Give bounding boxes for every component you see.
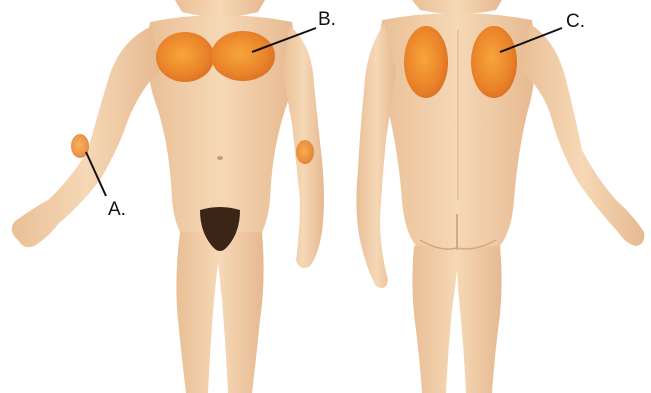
back-shoulder-zone-right	[471, 26, 517, 98]
front-body-figure	[12, 0, 324, 393]
label-c: C.	[566, 12, 585, 31]
label-a: A.	[108, 200, 126, 219]
back-shoulder-zone-left	[404, 26, 448, 98]
front-navel	[217, 156, 223, 160]
front-arm-left	[12, 26, 160, 247]
back-arm-left	[356, 24, 396, 288]
front-chest-zone-left	[156, 32, 214, 82]
front-head	[175, 0, 265, 17]
front-arm-zone-right	[296, 140, 314, 164]
back-body-figure	[356, 0, 644, 393]
front-chest-zone-right	[211, 31, 275, 81]
back-legs	[412, 246, 501, 393]
front-legs	[176, 232, 263, 393]
back-head	[412, 0, 502, 14]
label-b: B.	[318, 10, 336, 29]
back-arm-right	[520, 24, 644, 246]
